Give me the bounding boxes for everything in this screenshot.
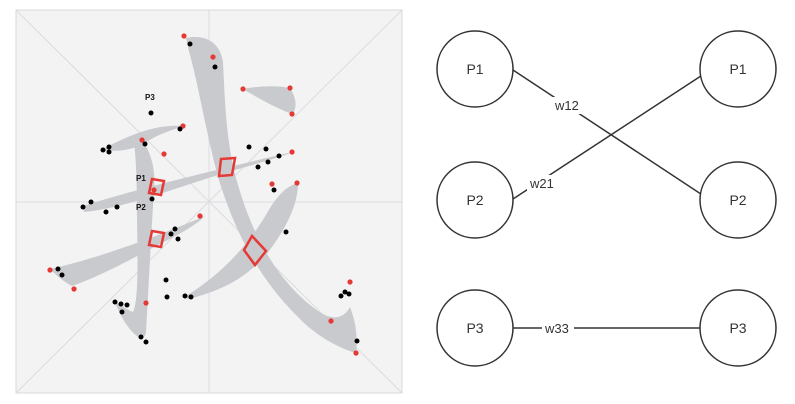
black-point [114,204,120,210]
stroke-shape-main-curve [186,37,357,353]
stroke-shape-right-diagonal [186,183,298,299]
matching-graph: P1 P2 P3 P1 P2 P3 w12 w21 w33 [436,30,777,367]
black-point [138,334,144,340]
red-point [139,137,145,143]
red-feature-points [47,33,359,356]
edge-w12-line [512,69,714,203]
black-point [119,309,125,315]
node-right-bottom [699,289,777,367]
black-point [100,147,106,153]
red-point [71,286,77,292]
red-point [353,350,359,356]
node-right-top [699,30,777,108]
edge-label-w21: w21 [529,176,554,191]
black-point [168,231,174,237]
character-strokes [50,37,357,353]
edge-label-bg-w21 [527,175,558,192]
red-point [47,267,53,273]
black-point [106,144,112,150]
black-point [59,272,65,278]
node-left-middle [436,161,514,239]
stroke-shape-horizontal [83,152,292,212]
node-label-left-middle: P2 [466,192,483,208]
red-point [181,33,187,39]
black-point [103,209,109,215]
black-point [182,293,188,299]
black-point [118,301,124,307]
highlight-box-lower-right [242,233,268,268]
black-feature-points [55,41,360,345]
node-left-bottom [436,289,514,367]
highlight-boxes [147,156,268,268]
edge-label-w33: w33 [544,321,569,336]
black-point [148,110,154,116]
edge-label-bg-w12 [552,97,583,114]
node-label-right-bottom: P3 [729,320,746,336]
highlight-box-center [217,156,237,178]
red-point [294,180,300,186]
node-label-left-bottom: P3 [466,320,483,336]
black-point [255,164,261,170]
black-point [346,291,352,297]
black-point [177,126,183,132]
black-point [80,204,86,210]
black-point [276,153,282,159]
black-point [106,149,112,155]
red-point [347,279,353,285]
black-point [342,289,348,295]
edge-label-bg-w33 [542,320,574,337]
black-point [188,294,194,300]
black-point [142,141,148,147]
node-left-top [436,30,514,108]
edge-label-w12: w12 [554,98,579,113]
red-point [269,181,275,187]
highlight-box-lower-left [147,229,166,249]
black-point [283,229,289,235]
red-point [197,213,203,219]
red-point [151,187,157,193]
black-point [263,146,269,152]
highlight-box-p1-p2 [147,177,166,197]
black-point [175,236,181,242]
node-right-middle [699,161,777,239]
point-label-p2: P2 [136,203,146,212]
point-label-p3: P3 [145,93,155,102]
red-point [289,149,295,155]
red-point [289,111,295,117]
node-label-left-top: P1 [466,61,483,77]
stroke-shape-left-vertical [115,140,155,339]
black-point [163,277,169,283]
black-point [172,226,178,232]
character-panel: P3 P1 P2 [15,9,403,394]
black-point [246,144,252,150]
black-point [143,339,149,345]
black-point [164,294,170,300]
black-point [112,299,118,305]
node-label-right-top: P1 [729,61,746,77]
red-point [240,86,246,92]
black-point [124,302,130,308]
black-point [338,293,344,299]
black-point [271,187,277,193]
black-point [265,159,271,165]
black-point [187,41,193,47]
red-point [161,151,167,157]
red-point [328,318,334,324]
red-point [143,300,149,306]
black-point [88,199,94,205]
black-point [149,196,155,202]
red-point [210,54,216,60]
node-label-right-middle: P2 [729,192,746,208]
black-point [354,338,360,344]
black-point [212,64,218,70]
point-label-p1: P1 [136,174,146,183]
stroke-shape-lower-left [50,216,205,286]
stroke-shape-top-right-dot [243,86,296,114]
red-point [287,85,293,91]
black-point [55,266,61,272]
